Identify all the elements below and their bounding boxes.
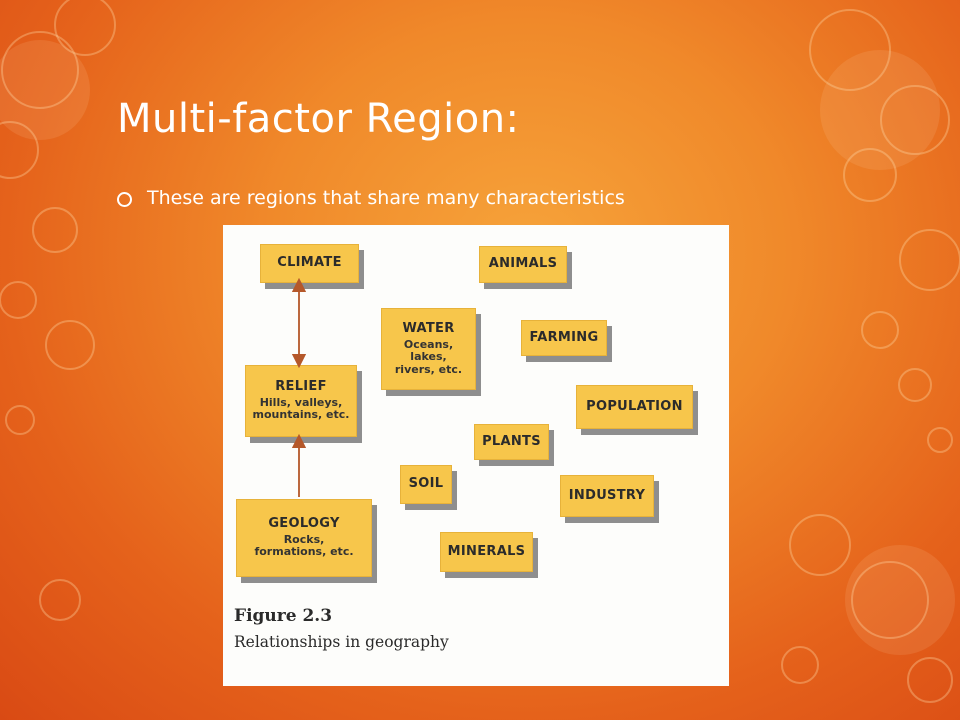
node-title: WATER: [402, 320, 455, 336]
node-population: POPULATION: [576, 385, 693, 429]
figure-caption-text: Relationships in geography: [234, 633, 449, 651]
node-plants: PLANTS: [474, 424, 549, 460]
figure-caption-label: Figure 2.3: [234, 606, 333, 626]
node-title: ANIMALS: [488, 256, 558, 272]
node-title: GEOLOGY: [268, 515, 340, 531]
node-relief: RELIEF Hills, valleys, mountains, etc.: [245, 365, 357, 437]
bullet-circle-icon: [117, 192, 132, 207]
bullet-text: These are regions that share many charac…: [147, 187, 625, 209]
node-industry: INDUSTRY: [560, 475, 654, 517]
node-title: CLIMATE: [277, 255, 342, 271]
node-description: Oceans, lakes, rivers, etc.: [394, 337, 463, 376]
node-animals: ANIMALS: [479, 246, 567, 283]
node-description: Hills, valleys, mountains, etc.: [252, 395, 350, 422]
node-description: Rocks, formations, etc.: [254, 532, 354, 559]
geography-relationships-figure: CLIMATE ANIMALS WATER Oceans, lakes, riv…: [223, 225, 729, 686]
node-geology: GEOLOGY Rocks, formations, etc.: [236, 499, 372, 577]
node-title: PLANTS: [482, 433, 541, 449]
node-minerals: MINERALS: [440, 532, 533, 572]
slide-title: Multi-factor Region:: [117, 96, 520, 142]
node-title: INDUSTRY: [568, 487, 646, 503]
node-title: FARMING: [529, 329, 599, 345]
node-soil: SOIL: [400, 465, 452, 504]
node-farming: FARMING: [521, 320, 607, 356]
node-title: MINERALS: [447, 543, 526, 559]
node-title: POPULATION: [586, 398, 683, 414]
node-water: WATER Oceans, lakes, rivers, etc.: [381, 308, 476, 390]
node-title: SOIL: [408, 476, 444, 492]
node-title: RELIEF: [275, 378, 327, 394]
node-climate: CLIMATE: [260, 244, 359, 283]
